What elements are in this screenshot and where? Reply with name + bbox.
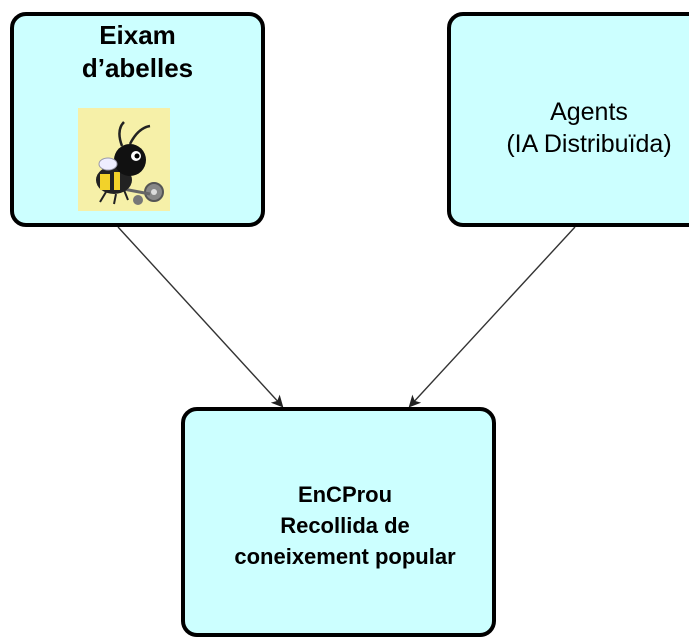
swarm-label-line-2: d’abelles: [81, 53, 194, 84]
agents-node: Agents (IA Distribuïda): [447, 12, 689, 227]
agents-node-label: Agents (IA Distribuïda): [459, 96, 689, 160]
connector-layer: [117, 226, 576, 408]
swarm-node-label: Eixam d’abelles: [14, 19, 261, 86]
arrow-swarm-to-encprou: [117, 226, 284, 408]
swarm-label-line-1: Eixam: [99, 20, 176, 50]
encprou-node: EnCProu Recollida de coneixement popular: [181, 407, 496, 637]
encprou-label-line-3: coneixement popular: [234, 544, 456, 570]
bee-clipart-icon: [78, 108, 170, 211]
agents-label-line-1: Agents: [550, 98, 628, 126]
diagram-canvas: { "nodes": { "swarm": { "line1": "Eixam"…: [10, 12, 689, 637]
arrow-agents-to-encprou: [408, 226, 576, 408]
encprou-label-line-1: EnCProu: [297, 482, 393, 507]
agents-label-line-2: (IA Distribuïda): [506, 130, 672, 158]
encprou-label-line-2: Recollida de: [280, 513, 410, 539]
swarm-node: Eixam d’abelles: [10, 12, 265, 227]
encprou-node-label: EnCProu Recollida de coneixement popular: [185, 479, 492, 573]
